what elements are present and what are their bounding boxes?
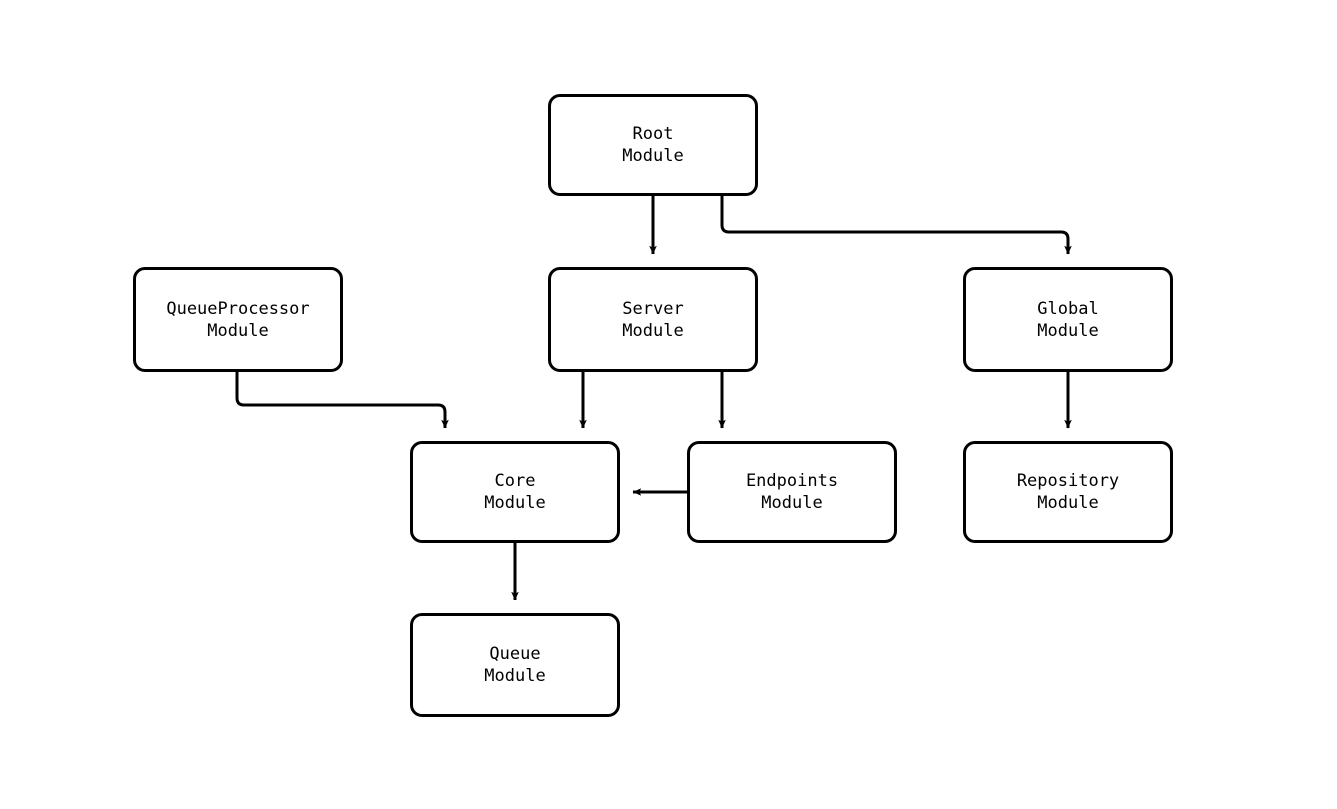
node-root-module-label: Root Module: [622, 124, 684, 166]
node-queue-module-label: Queue Module: [484, 644, 546, 686]
node-core-module[interactable]: Core Module: [410, 441, 620, 543]
node-root-module[interactable]: Root Module: [548, 94, 758, 196]
node-core-module-label: Core Module: [484, 471, 546, 513]
node-repository-module-label: Repository Module: [1016, 471, 1120, 513]
node-queue-module[interactable]: Queue Module: [410, 613, 620, 717]
node-queueprocessor-module[interactable]: QueueProcessor Module: [133, 267, 343, 372]
node-server-module[interactable]: Server Module: [548, 267, 758, 372]
node-endpoints-module[interactable]: Endpoints Module: [687, 441, 897, 543]
node-server-module-label: Server Module: [622, 298, 684, 341]
node-global-module[interactable]: Global Module: [963, 267, 1173, 372]
edge-queueprocessor-to-core: [235, 372, 449, 429]
node-endpoints-module-label: Endpoints Module: [745, 471, 839, 513]
node-queueprocessor-module-label: QueueProcessor Module: [166, 298, 310, 341]
node-repository-module[interactable]: Repository Module: [963, 441, 1173, 543]
node-global-module-label: Global Module: [1037, 298, 1099, 341]
edge-root-to-global: [720, 196, 1072, 255]
